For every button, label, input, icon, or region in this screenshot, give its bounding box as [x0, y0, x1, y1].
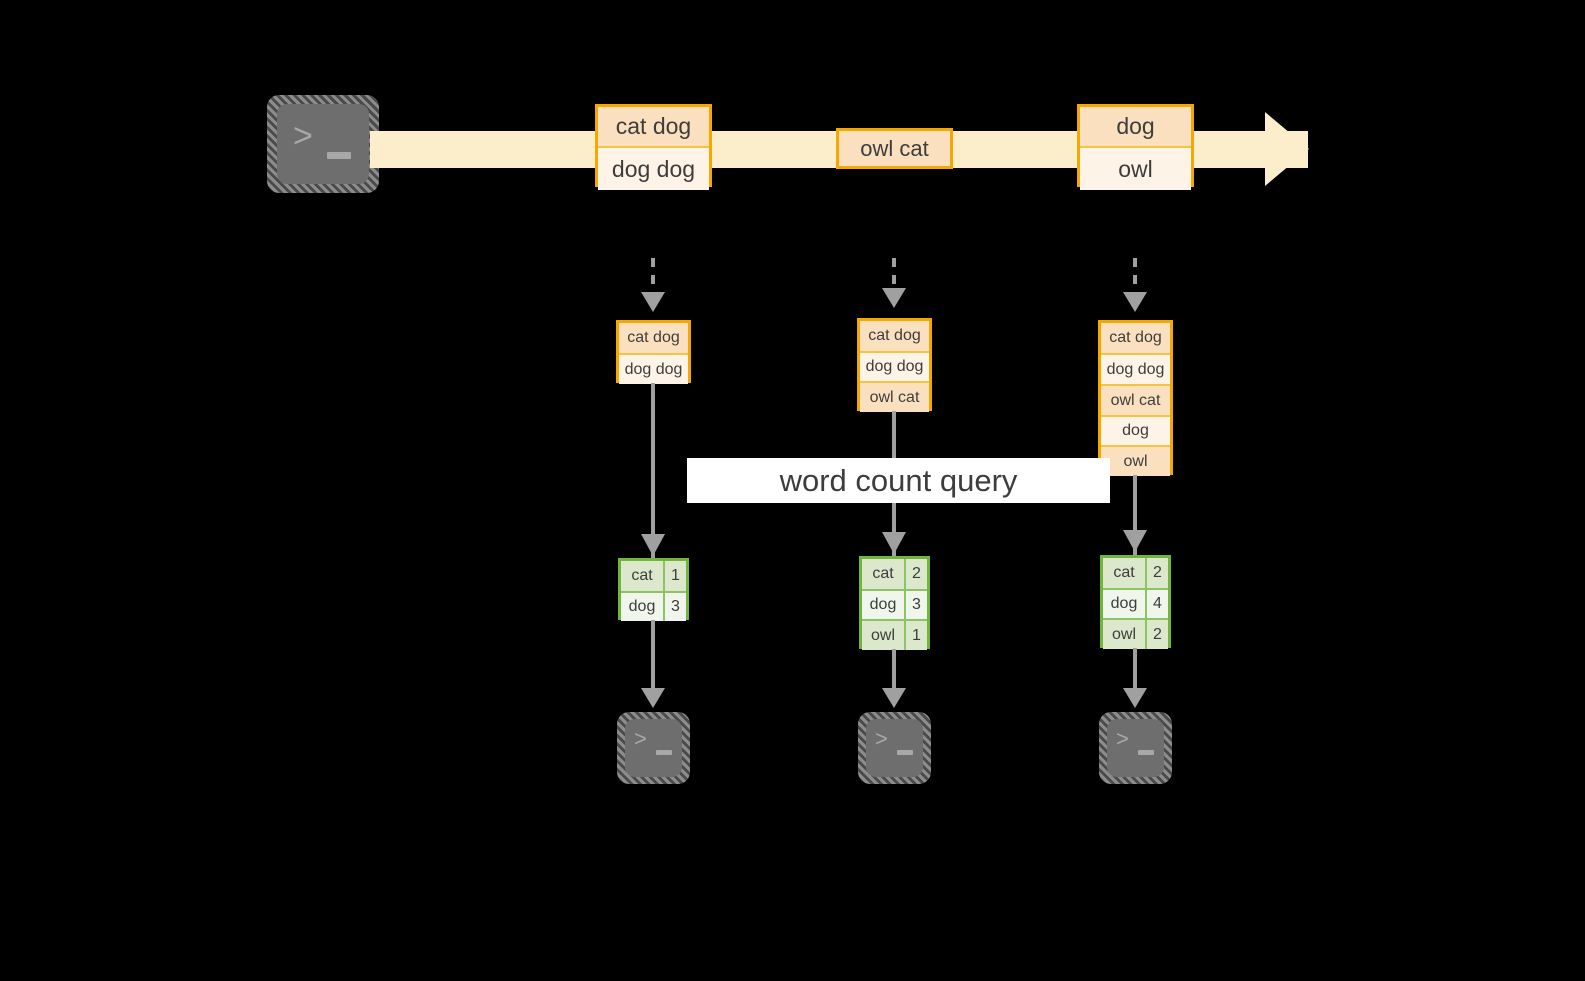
- snapshot-to-result-line: [1133, 475, 1137, 555]
- snapshot-line: owl cat: [1101, 384, 1170, 415]
- result-table: cat 2 dog 4 owl 2: [1100, 555, 1171, 649]
- terminal-body: [1107, 719, 1164, 777]
- result-row: cat 2: [1103, 558, 1168, 588]
- result-count-cell: 4: [1147, 590, 1168, 618]
- result-row: cat 1: [621, 561, 686, 591]
- result-to-consumer-arrowhead: [1123, 688, 1147, 708]
- terminal-prompt-underscore-icon: [897, 750, 913, 755]
- result-to-consumer-line: [651, 620, 655, 690]
- consumer-terminal-icon: >: [858, 712, 931, 784]
- result-to-consumer-arrowhead: [882, 688, 906, 708]
- terminal-prompt-chevron-icon: >: [634, 726, 647, 751]
- result-count-cell: 2: [906, 559, 927, 589]
- result-count-cell: 3: [906, 591, 927, 619]
- terminal-prompt-underscore-icon: [327, 152, 351, 159]
- result-row: cat 2: [862, 559, 927, 589]
- terminal-prompt-underscore-icon: [656, 750, 672, 755]
- snapshot-accumulated-box: cat dog dog dog: [616, 320, 691, 384]
- snapshot-line: cat dog: [860, 321, 929, 351]
- stream-event-line: cat dog: [598, 107, 709, 146]
- snapshot-line: dog dog: [1101, 353, 1170, 384]
- result-word-cell: dog: [621, 593, 665, 621]
- result-word-cell: owl: [862, 621, 906, 650]
- stream-to-snapshot-arrowhead: [1123, 292, 1147, 312]
- event-stream-arrowhead: [1265, 112, 1309, 186]
- snapshot-line: owl cat: [860, 381, 929, 412]
- stream-to-snapshot-arrowhead: [882, 288, 906, 308]
- snapshot-to-result-arrowhead: [641, 534, 665, 556]
- result-row: dog 3: [621, 591, 686, 621]
- snapshot-line: dog: [1101, 415, 1170, 445]
- terminal-prompt-underscore-icon: [1138, 750, 1154, 755]
- result-count-cell: 2: [1147, 620, 1168, 649]
- terminal-prompt-chevron-icon: >: [875, 726, 888, 751]
- result-to-consumer-line: [892, 649, 896, 691]
- query-caption: word count query: [687, 458, 1110, 503]
- snapshot-line: dog dog: [619, 353, 688, 384]
- snapshot-to-result-arrowhead: [882, 532, 906, 554]
- result-count-cell: 1: [665, 561, 686, 591]
- result-count-cell: 1: [906, 621, 927, 650]
- result-row: owl 1: [862, 619, 927, 650]
- result-table: cat 2 dog 3 owl 1: [859, 556, 930, 650]
- result-word-cell: cat: [621, 561, 665, 591]
- terminal-body: [866, 719, 923, 777]
- result-word-cell: owl: [1103, 620, 1147, 649]
- result-table: cat 1 dog 3: [618, 558, 689, 621]
- terminal-prompt-chevron-icon: >: [293, 117, 313, 155]
- snapshot-line: dog dog: [860, 351, 929, 381]
- consumer-terminal-icon: >: [1099, 712, 1172, 784]
- result-to-consumer-arrowhead: [641, 688, 665, 708]
- snapshot-line: owl: [1101, 445, 1170, 476]
- result-row: dog 4: [1103, 588, 1168, 618]
- result-to-consumer-line: [1133, 648, 1137, 692]
- stream-event-box: owl cat: [836, 128, 953, 169]
- stream-event-box: dog owl: [1077, 104, 1194, 190]
- result-word-cell: cat: [862, 559, 906, 589]
- result-count-cell: 3: [665, 593, 686, 621]
- snapshot-line: cat dog: [1101, 323, 1170, 353]
- stream-to-snapshot-dashed-line: [651, 258, 655, 294]
- stream-event-line: owl cat: [839, 131, 950, 166]
- stream-to-snapshot-arrowhead: [641, 292, 665, 312]
- result-row: dog 3: [862, 589, 927, 619]
- terminal-body: [277, 104, 369, 184]
- snapshot-accumulated-box: cat dog dog dog owl cat dog owl: [1098, 320, 1173, 476]
- snapshot-accumulated-box: cat dog dog dog owl cat: [857, 318, 932, 412]
- stream-event-line: dog: [1080, 107, 1191, 146]
- consumer-terminal-icon: >: [617, 712, 690, 784]
- result-count-cell: 2: [1147, 558, 1168, 588]
- stream-to-snapshot-dashed-line: [1133, 258, 1137, 294]
- snapshot-to-result-arrowhead: [1123, 530, 1147, 552]
- snapshot-line: cat dog: [619, 323, 688, 353]
- terminal-body: [625, 719, 682, 777]
- result-word-cell: dog: [1103, 590, 1147, 618]
- stream-event-line: owl: [1080, 146, 1191, 190]
- result-row: owl 2: [1103, 618, 1168, 649]
- stream-event-line: dog dog: [598, 146, 709, 190]
- stream-event-box: cat dog dog dog: [595, 104, 712, 190]
- stream-to-snapshot-dashed-line: [892, 258, 896, 290]
- result-word-cell: dog: [862, 591, 906, 619]
- snapshot-to-result-line: [651, 383, 655, 559]
- producer-terminal-icon: >: [267, 95, 379, 193]
- terminal-prompt-chevron-icon: >: [1116, 726, 1129, 751]
- result-word-cell: cat: [1103, 558, 1147, 588]
